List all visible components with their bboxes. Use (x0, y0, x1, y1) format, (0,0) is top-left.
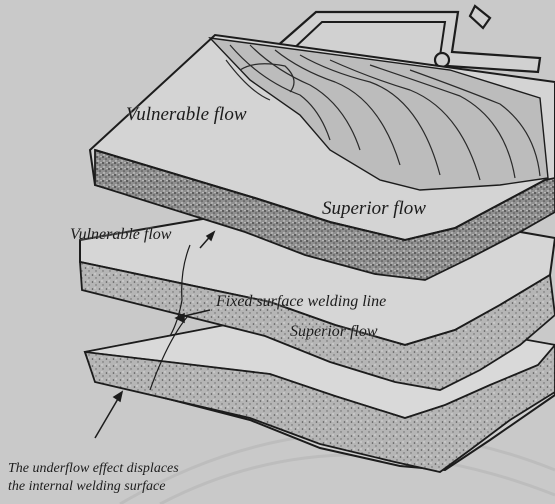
label-underflow-note-line2: the internal welding surface (8, 479, 165, 495)
label-fixed-surface-welding-line: Fixed surface welding line (216, 293, 386, 311)
label-vulnerable-flow-mid: Vulnerable flow (70, 226, 171, 244)
label-vulnerable-flow-top: Vulnerable flow (126, 104, 247, 126)
label-underflow-note-line1: The underflow effect displaces (8, 461, 179, 477)
label-superior-flow-mid: Superior flow (290, 323, 378, 341)
label-superior-flow-top: Superior flow (322, 198, 426, 220)
